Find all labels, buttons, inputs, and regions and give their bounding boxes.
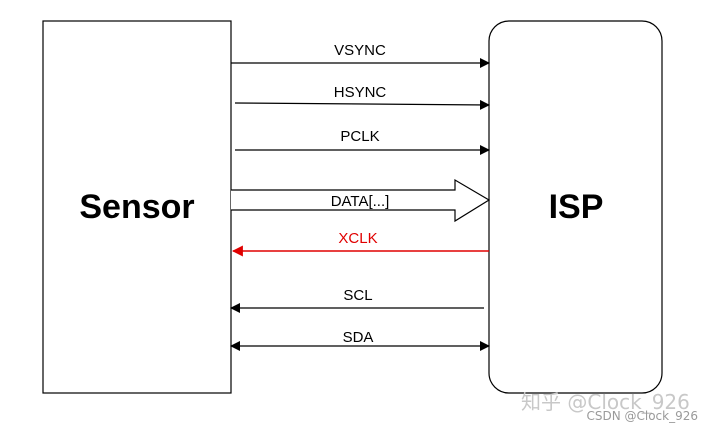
scl-label: SCL xyxy=(343,287,372,304)
data-bus-arrow xyxy=(231,178,491,223)
hsync-arrow xyxy=(234,99,490,110)
pclk-label: PCLK xyxy=(340,128,379,145)
data-label: DATA[...] xyxy=(331,193,390,210)
sensor-label: Sensor xyxy=(79,188,194,226)
hsync-label: HSYNC xyxy=(334,84,387,101)
isp-block xyxy=(488,20,663,394)
vsync-label: VSYNC xyxy=(334,42,386,59)
csdn-watermark: CSDN @Clock_926 xyxy=(586,409,698,423)
sensor-block xyxy=(42,20,232,394)
isp-label: ISP xyxy=(549,188,604,226)
sda-label: SDA xyxy=(343,329,374,346)
xclk-label: XCLK xyxy=(338,230,377,247)
zhihu-watermark: 知乎 @Clock_926 xyxy=(521,390,690,414)
